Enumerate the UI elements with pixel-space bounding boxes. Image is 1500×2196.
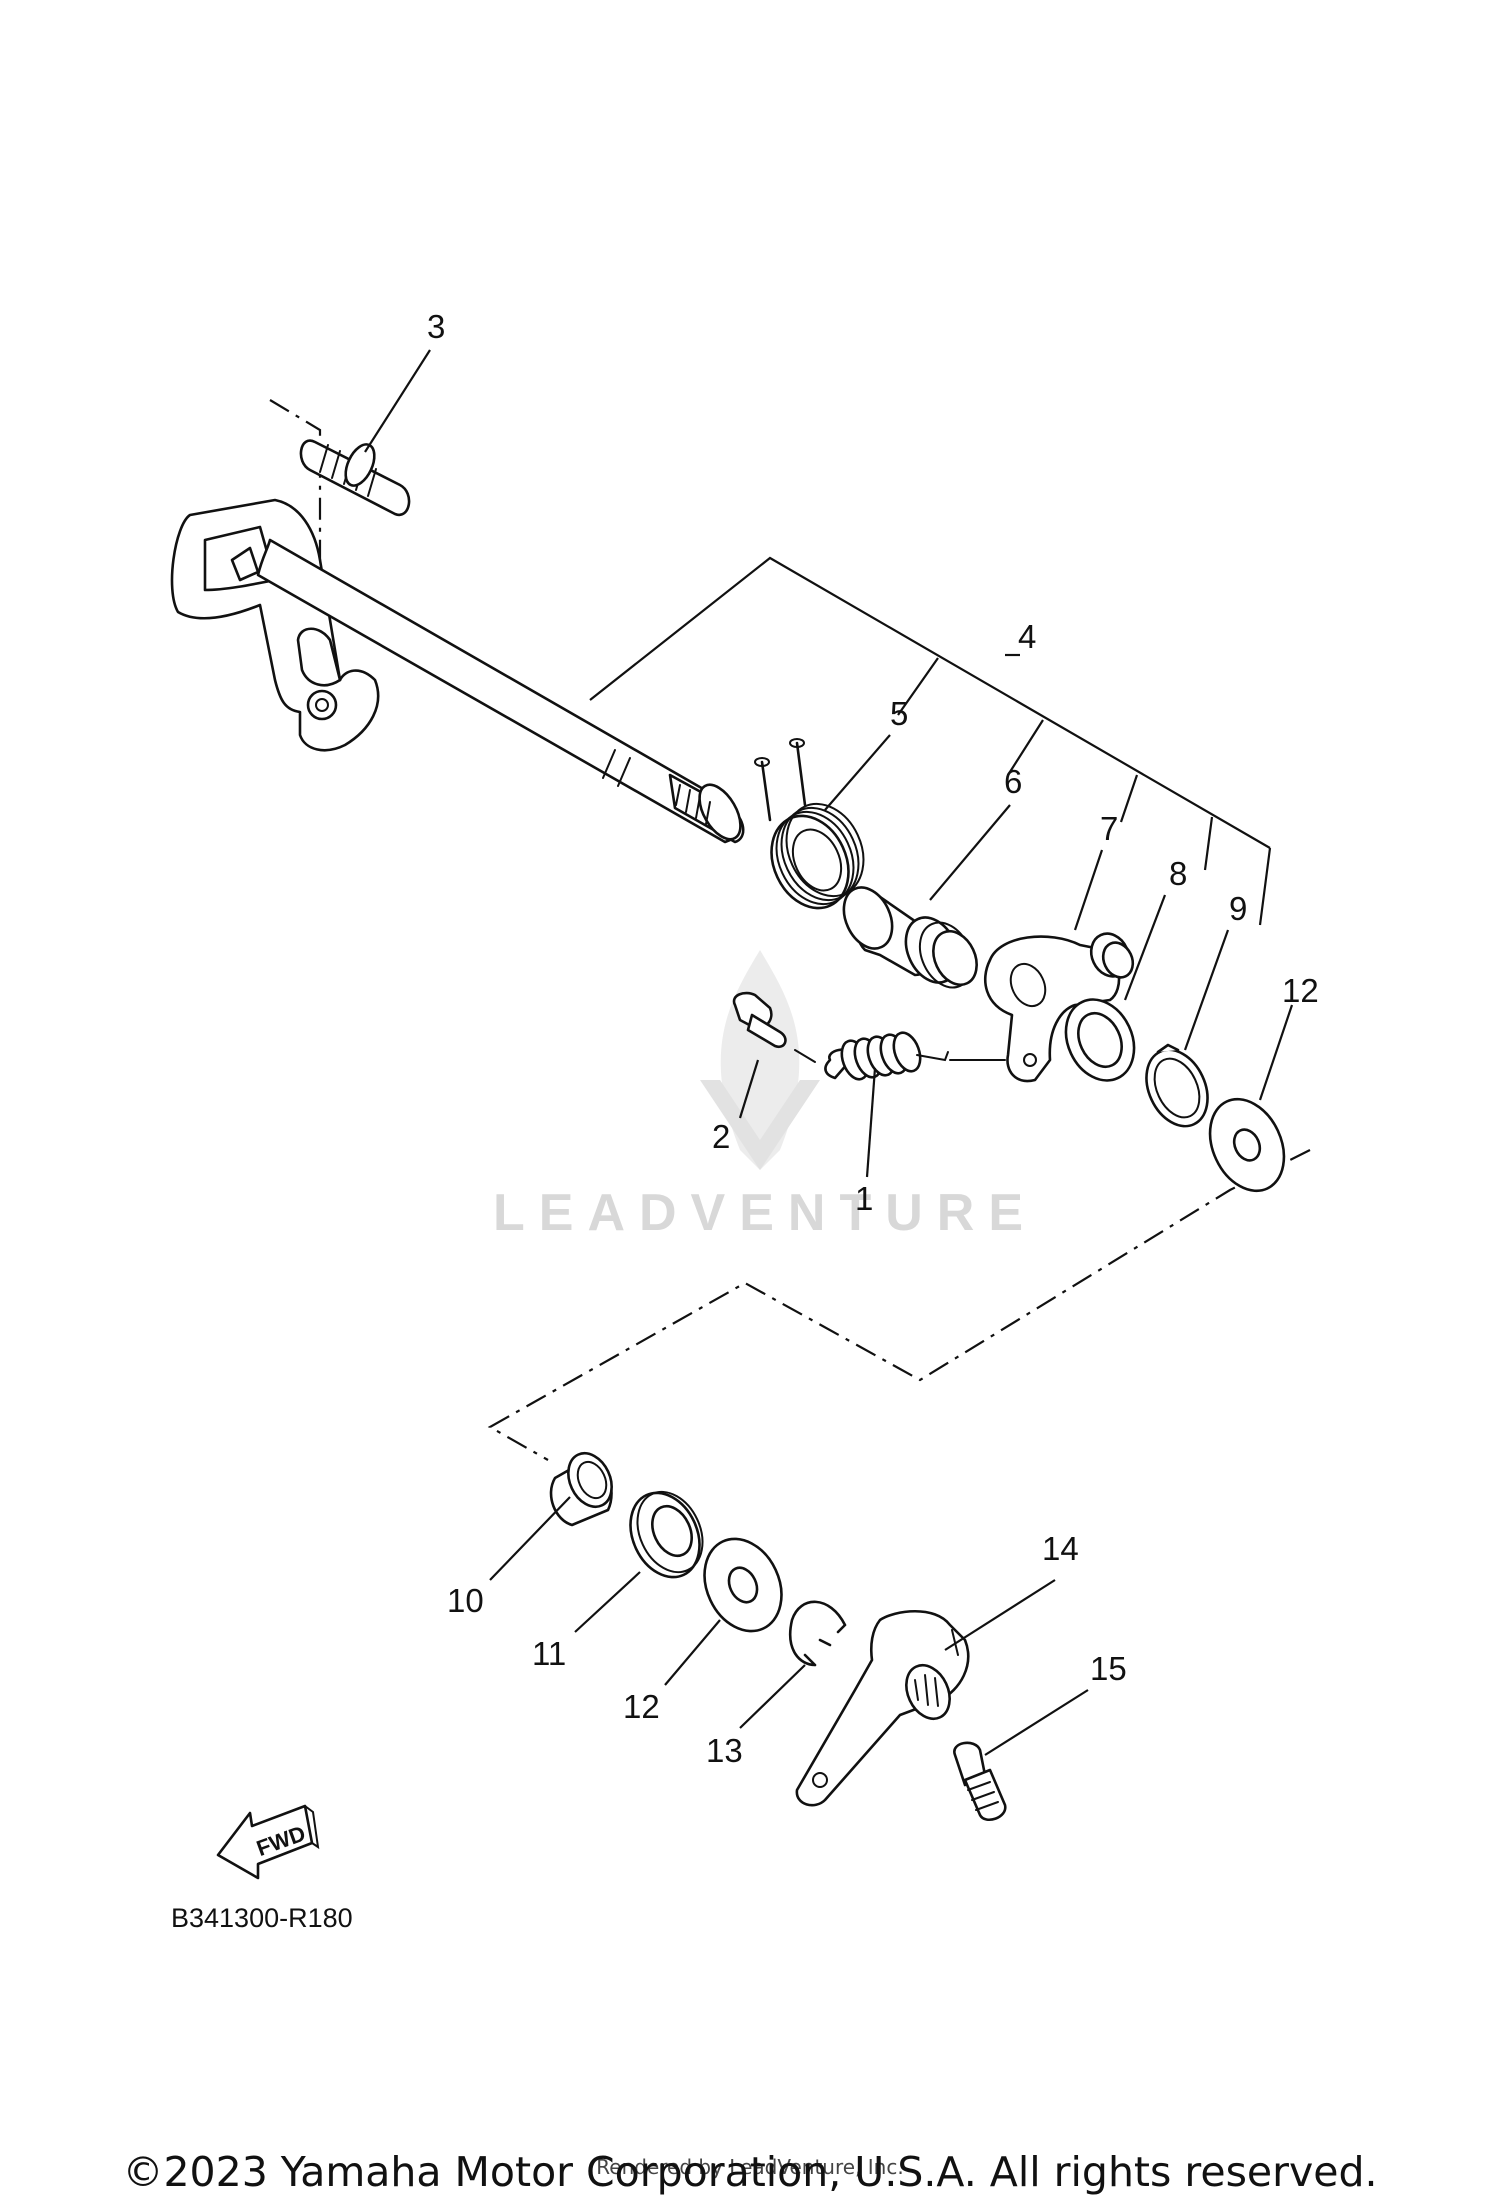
part-2-bolt <box>732 991 787 1049</box>
part-15-bolt <box>953 1741 1007 1821</box>
part-6-collar <box>842 886 978 989</box>
part-3-stud-bolt <box>299 439 411 517</box>
part-9-circlip <box>1145 1043 1209 1128</box>
callout-6: 6 <box>1004 763 1022 800</box>
copyright-text: ©2023 Yamaha Motor Corporation, U.S.A. A… <box>122 2148 1378 2196</box>
callout-numbers: 3 4 5 6 7 8 9 12 2 1 10 11 12 13 14 15 <box>427 308 1319 1769</box>
part-12-washer-lower <box>703 1537 783 1633</box>
callout-14: 14 <box>1042 1530 1079 1567</box>
callout-2: 2 <box>712 1118 730 1155</box>
part-8-seal <box>1064 998 1136 1082</box>
fwd-arrow-icon: FWD <box>216 1804 320 1880</box>
callout-3: 3 <box>427 308 445 345</box>
callout-9: 9 <box>1229 890 1247 927</box>
part-14-shift-arm <box>795 1609 970 1807</box>
diagram-code: B341300-R180 <box>171 1903 353 1933</box>
callout-13: 13 <box>706 1732 743 1769</box>
part-1-spring <box>794 1031 1006 1081</box>
group-bracket-4 <box>589 556 1271 849</box>
part-10-needle-bearing <box>549 1451 613 1527</box>
callout-12-lower: 12 <box>623 1688 660 1725</box>
bracket-drops <box>897 657 1272 926</box>
leadventure-watermark: LEADVENTURE <box>493 950 1037 1242</box>
assembly-line-upper <box>269 399 322 650</box>
callout-5: 5 <box>890 695 908 732</box>
callout-11: 11 <box>532 1635 566 1672</box>
shift-shaft-assembly <box>170 498 745 844</box>
callout-7: 7 <box>1100 810 1118 847</box>
callout-12-upper: 12 <box>1282 972 1319 1009</box>
callout-8: 8 <box>1169 855 1187 892</box>
part-13-e-clip <box>789 1600 847 1667</box>
callout-1: 1 <box>855 1180 873 1217</box>
part-5-torsion-spring <box>754 738 865 910</box>
part-12-washer-upper <box>1208 1097 1286 1193</box>
watermark-text: LEADVENTURE <box>493 1184 1037 1242</box>
callout-4: 4 <box>1018 618 1036 655</box>
part-7-lever <box>983 932 1135 1083</box>
callout-15: 15 <box>1090 1650 1127 1687</box>
callout-10: 10 <box>447 1582 484 1619</box>
leader-lines <box>364 349 1294 1756</box>
part-11-oil-seal <box>629 1490 704 1579</box>
